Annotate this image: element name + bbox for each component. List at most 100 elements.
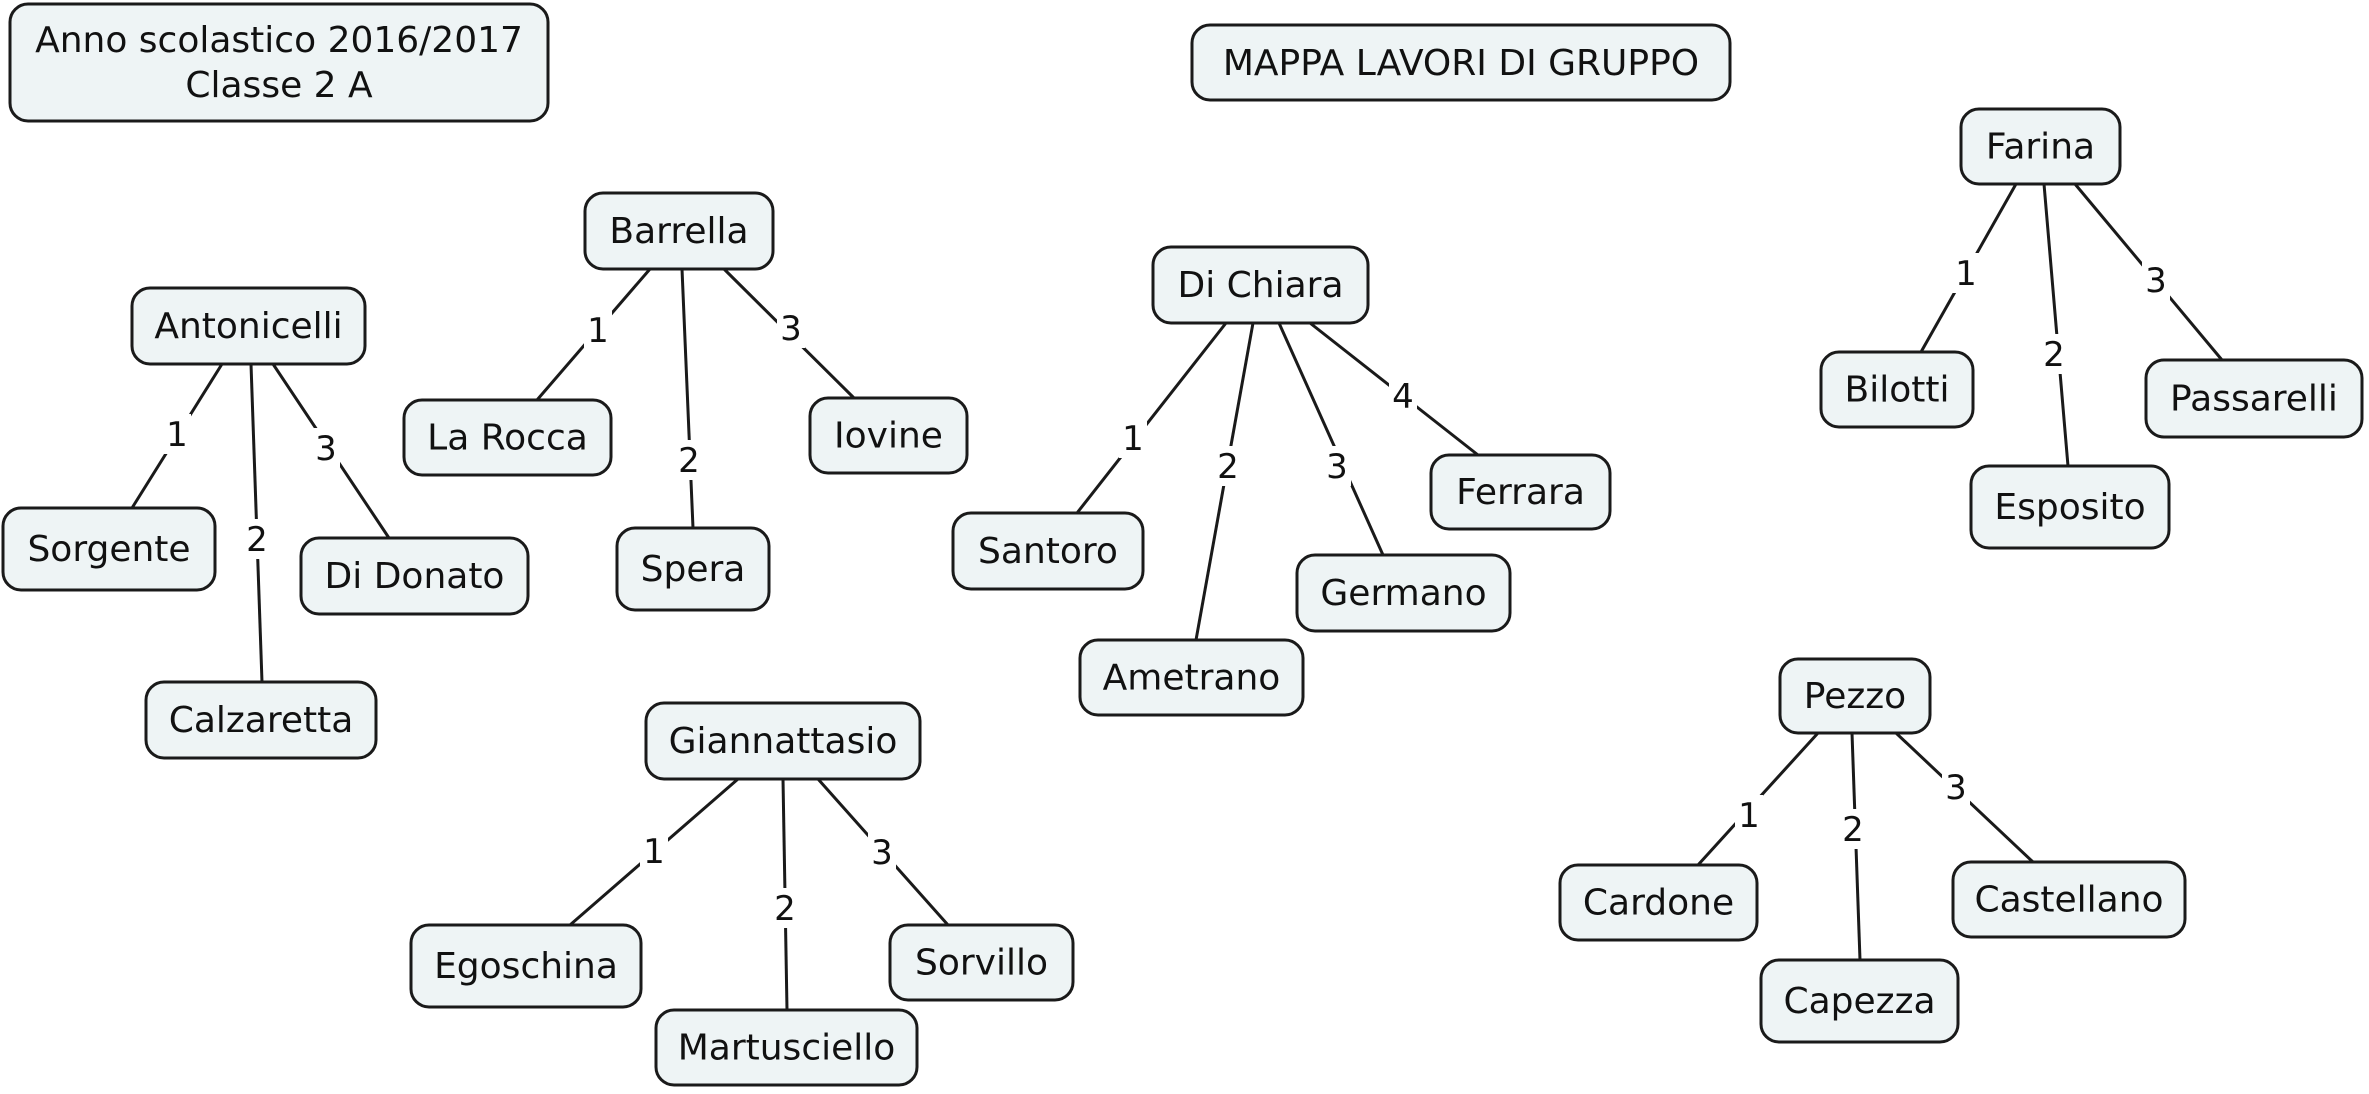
leader-node-pezzo: Pezzo xyxy=(1778,657,1932,735)
member-node-martusciello-box xyxy=(654,1008,919,1087)
leader-node-farina: Farina xyxy=(1959,107,2122,186)
edge-label-background xyxy=(584,310,612,350)
member-node-spera: Spera xyxy=(615,526,771,612)
member-node-bilotti-label: Bilotti xyxy=(1845,370,1950,411)
member-node-iovine-box xyxy=(808,396,969,475)
edge-label-background xyxy=(243,519,271,559)
edge-label-background xyxy=(2040,334,2068,374)
edge-label-background xyxy=(1214,446,1242,486)
edge-farina-bilotti: 1 xyxy=(1919,183,2018,353)
edge-giannattasio-sorvillo: 3 xyxy=(816,778,950,926)
member-node-passarelli: Passarelli xyxy=(2144,358,2364,439)
member-node-esposito: Esposito xyxy=(1969,464,2171,550)
leader-node-farina-label: Farina xyxy=(1986,127,2095,168)
edge-number-label: 2 xyxy=(1842,810,1864,850)
member-node-calzaretta-box xyxy=(144,680,378,760)
member-node-sorgente: Sorgente xyxy=(1,506,217,592)
member-node-esposito-label: Esposito xyxy=(1994,487,2145,528)
info-box: Anno scolastico 2016/2017 Classe 2 A xyxy=(8,2,550,123)
member-node-ametrano: Ametrano xyxy=(1078,638,1305,717)
member-node-la-rocca-label: La Rocca xyxy=(427,418,588,459)
edge-antonicelli-calzaretta: 2 xyxy=(243,363,271,683)
edge-label-background xyxy=(1323,446,1351,486)
member-node-capezza-label: Capezza xyxy=(1783,981,1935,1022)
member-node-germano-box xyxy=(1295,553,1512,633)
member-node-egoschina: Egoschina xyxy=(409,923,643,1009)
edge-antonicelli-sorgente: 1 xyxy=(130,363,224,509)
member-node-ferrara: Ferrara xyxy=(1429,453,1612,531)
edge-number-label: 1 xyxy=(643,832,665,872)
school-year-text: Anno scolastico 2016/2017 xyxy=(35,20,523,61)
edge-farina-passarelli: 3 xyxy=(2073,183,2224,361)
leader-node-antonicelli-box xyxy=(130,286,367,366)
member-node-sorgente-label: Sorgente xyxy=(27,529,190,570)
edge-di-chiara-ferrara: 4 xyxy=(1309,321,1479,457)
edge-number-label: 1 xyxy=(1738,796,1760,836)
member-node-martusciello: Martusciello xyxy=(654,1008,919,1087)
edge-barrella-spera: 2 xyxy=(675,268,703,529)
leader-node-di-chiara: Di Chiara xyxy=(1151,245,1370,325)
edge-number-label: 3 xyxy=(1326,447,1348,487)
leader-node-antonicelli: Antonicelli xyxy=(130,286,367,366)
member-node-spera-label: Spera xyxy=(641,549,746,590)
member-node-santoro: Santoro xyxy=(951,511,1145,591)
connector-line xyxy=(1277,322,1385,556)
member-node-sorvillo-box xyxy=(888,923,1075,1002)
member-node-sorvillo: Sorvillo xyxy=(888,923,1075,1002)
member-node-calzaretta: Calzaretta xyxy=(144,680,378,760)
edge-label-background xyxy=(163,414,191,454)
leader-node-di-chiara-label: Di Chiara xyxy=(1177,265,1343,306)
member-node-passarelli-box xyxy=(2144,358,2364,439)
edge-label-background xyxy=(1942,767,1970,807)
member-node-ametrano-box xyxy=(1078,638,1305,717)
leader-node-barrella: Barrella xyxy=(583,191,775,271)
edge-number-label: 4 xyxy=(1392,377,1414,417)
member-node-cardone-box xyxy=(1558,863,1759,942)
edge-label-background xyxy=(2142,260,2170,300)
member-node-passarelli-label: Passarelli xyxy=(2170,379,2338,420)
member-node-castellano: Castellano xyxy=(1951,860,2187,939)
member-node-la-rocca: La Rocca xyxy=(402,398,613,477)
leader-node-giannattasio: Giannattasio xyxy=(644,701,922,781)
edge-pezzo-castellano: 3 xyxy=(1894,731,2035,864)
member-node-iovine: Iovine xyxy=(808,396,969,475)
leader-node-pezzo-box xyxy=(1778,657,1932,735)
edge-antonicelli-di-donato: 3 xyxy=(271,363,391,539)
member-node-spera-box xyxy=(615,526,771,612)
edge-label-background xyxy=(1839,809,1867,849)
edge-number-label: 3 xyxy=(871,833,893,873)
edge-label-background xyxy=(1952,253,1980,293)
edge-label-background xyxy=(1119,418,1147,458)
edge-number-label: 3 xyxy=(315,429,337,469)
edge-farina-esposito: 2 xyxy=(2040,183,2070,467)
member-node-cardone: Cardone xyxy=(1558,863,1759,942)
member-node-esposito-box xyxy=(1969,464,2171,550)
leader-node-giannattasio-label: Giannattasio xyxy=(669,721,898,762)
edge-giannattasio-martusciello: 2 xyxy=(771,778,799,1011)
member-node-castellano-box xyxy=(1951,860,2187,939)
edge-number-label: 3 xyxy=(780,309,802,349)
edge-label-background xyxy=(312,428,340,468)
member-node-santoro-box xyxy=(951,511,1145,591)
leader-node-pezzo-label: Pezzo xyxy=(1804,676,1906,717)
member-node-calzaretta-label: Calzaretta xyxy=(169,700,354,741)
edge-number-label: 2 xyxy=(2043,335,2065,375)
edge-barrella-la-rocca: 1 xyxy=(535,268,652,401)
leader-node-antonicelli-label: Antonicelli xyxy=(154,306,342,347)
member-node-ferrara-label: Ferrara xyxy=(1456,472,1585,513)
member-node-bilotti-box xyxy=(1819,350,1975,429)
connector-line xyxy=(1075,322,1228,514)
edge-di-chiara-santoro: 1 xyxy=(1075,322,1228,514)
member-node-egoschina-box xyxy=(409,923,643,1009)
member-node-di-donato-label: Di Donato xyxy=(325,556,505,597)
edge-giannattasio-egoschina: 1 xyxy=(569,777,739,927)
member-node-di-donato: Di Donato xyxy=(299,536,530,616)
edge-label-background xyxy=(675,440,703,480)
member-node-castellano-label: Castellano xyxy=(1974,880,2163,921)
edge-number-label: 2 xyxy=(774,889,796,929)
member-node-la-rocca-box xyxy=(402,398,613,477)
member-node-di-donato-box xyxy=(299,536,530,616)
